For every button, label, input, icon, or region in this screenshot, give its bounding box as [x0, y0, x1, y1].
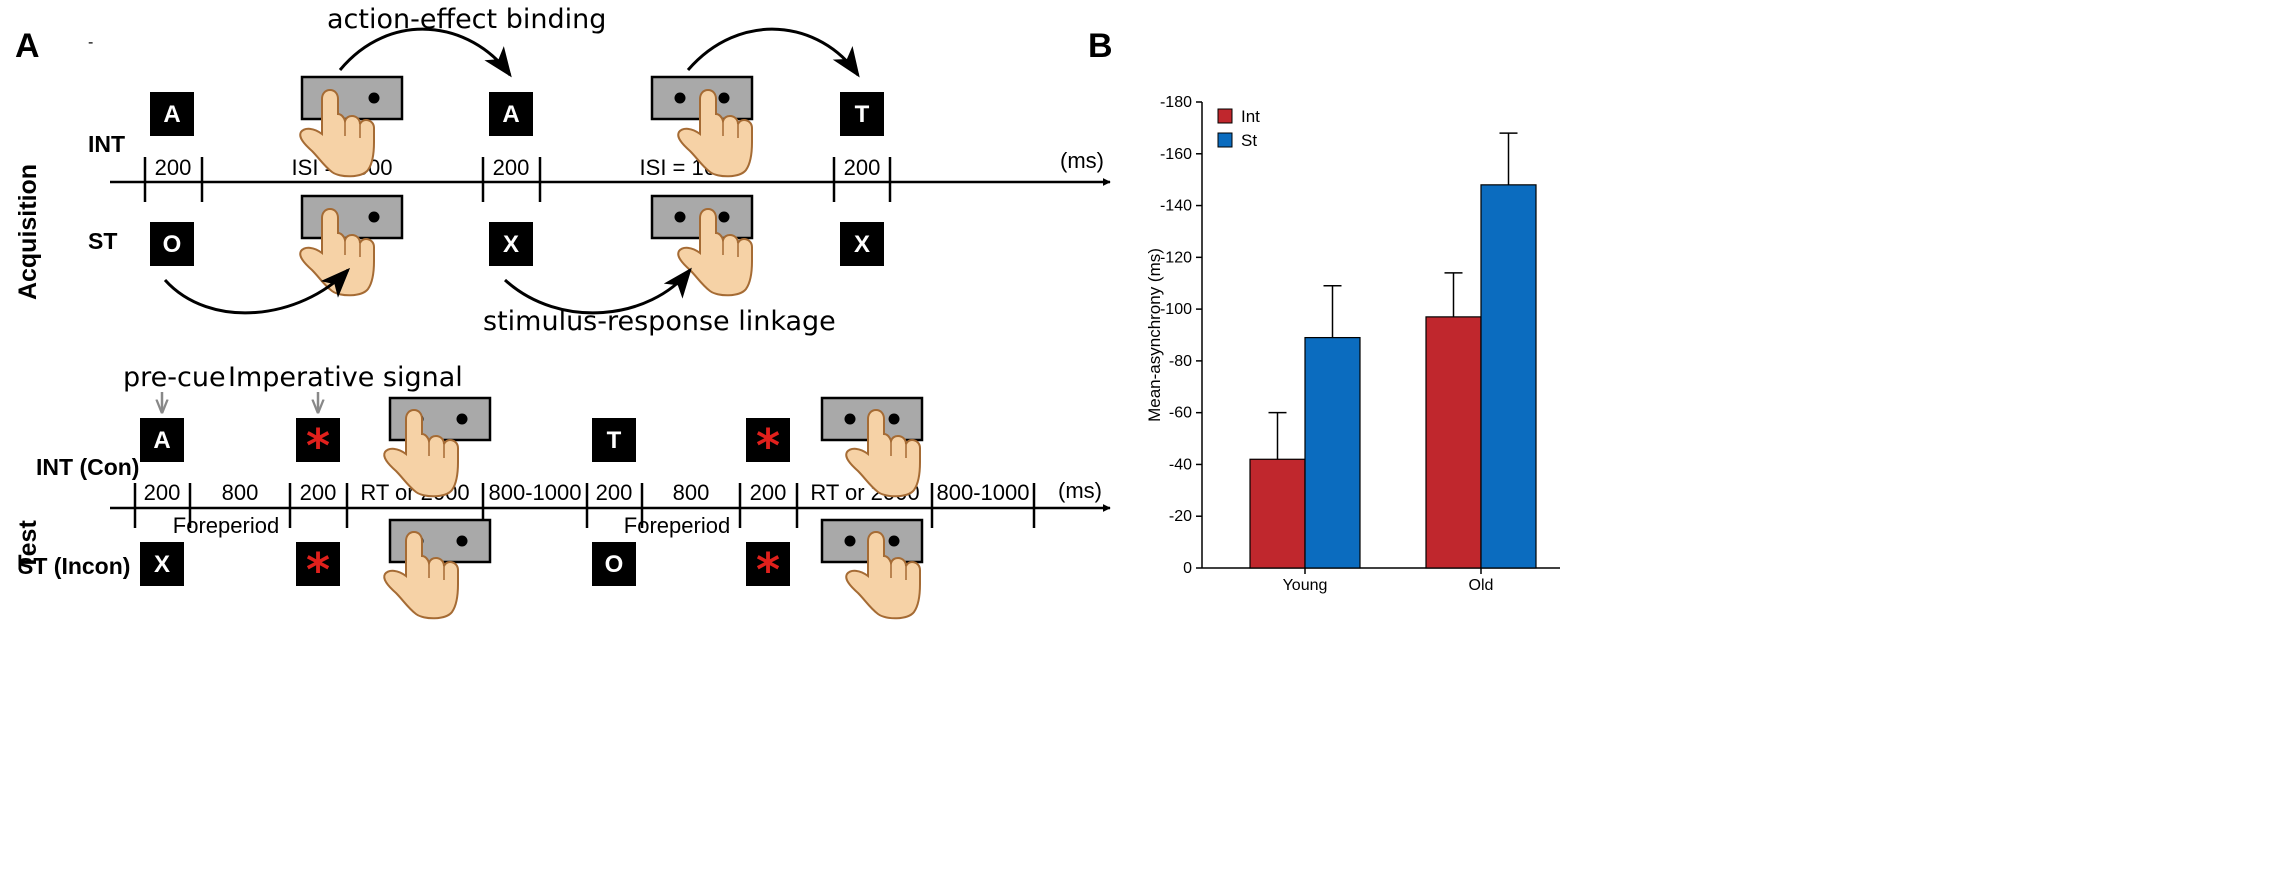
acq-st-stim-2: X — [503, 231, 519, 258]
precue-label: pre-cue — [123, 362, 226, 393]
test-int-stim-1: A — [153, 427, 170, 454]
acq-int-stim-1: A — [163, 101, 180, 128]
acq-int-stim-2: A — [502, 101, 519, 128]
test-int-stim-box-3 — [592, 418, 636, 462]
acquisition-side-label: Acquisition — [14, 164, 42, 300]
test-int-stim-2: * — [306, 419, 330, 473]
y-tick-label: -40 — [1169, 456, 1192, 473]
x-categories: Young Old — [1283, 568, 1494, 594]
bar-st-old — [1480, 184, 1537, 569]
test-st-stim-box-4 — [746, 542, 790, 586]
test-unit-label: (ms) — [1058, 478, 1102, 503]
test-seg-2: 800 — [222, 480, 259, 505]
acq-st-stim-3: X — [854, 231, 870, 258]
acq-curve-arrow-bottom-2 — [503, 267, 692, 315]
y-tick-label: -140 — [1160, 198, 1192, 215]
bar-st-young — [1304, 336, 1361, 569]
test-int-stim-box-1 — [140, 418, 184, 462]
acq-st-stim-box-3 — [840, 222, 884, 266]
test-seg-1: 200 — [144, 480, 181, 505]
acq-curve-arrow-top-2 — [686, 27, 860, 78]
test-side-label: Test — [14, 520, 42, 570]
foreperiod-label-2: Foreperiod — [624, 513, 730, 538]
bar-chart: 0 -20 -40 -60 -80 -100 -120 -140 -160 -180 Young O… — [1145, 94, 1560, 594]
acq-seg-1: 200 — [155, 155, 192, 180]
test-timeline-ticks — [133, 483, 1036, 528]
legend-swatch-st — [1217, 132, 1233, 148]
test-int-label: INT (Con) — [36, 454, 139, 480]
acq-int-stim-3: T — [855, 101, 870, 128]
test-seg-10: 800-1000 — [937, 480, 1030, 505]
acq-st-stim-box-2 — [489, 222, 533, 266]
acq-st-stim-1: O — [163, 231, 182, 258]
acq-timeline-ticks — [143, 157, 892, 202]
test-int-stim-box-4 — [746, 418, 790, 462]
y-tick-label: -180 — [1160, 94, 1192, 111]
y-tick-label: -80 — [1169, 353, 1192, 370]
legend-label-int: Int — [1241, 107, 1260, 126]
acq-st-label: ST — [88, 228, 117, 254]
action-effect-label: action-effect binding — [327, 4, 606, 35]
test-int-stim-4: * — [756, 419, 780, 473]
acq-st-response-1 — [299, 194, 404, 297]
imperative-label: Imperative signal — [228, 362, 463, 393]
test-int-stim-box-2 — [296, 418, 340, 462]
test-st-stim-1: X — [154, 551, 170, 578]
test-seg-7: 800 — [673, 480, 710, 505]
acq-curve-arrow-bottom-1 — [163, 267, 351, 315]
test-st-stim-box-2 — [296, 542, 340, 586]
panel-b-letter: B — [1088, 27, 1113, 65]
y-tick-label: -160 — [1160, 146, 1192, 163]
test-seg-5: 800-1000 — [489, 480, 582, 505]
acq-int-stim-box-1 — [150, 92, 194, 136]
y-tick-label: 0 — [1183, 560, 1192, 577]
x-tick-label: Old — [1469, 577, 1494, 594]
legend-swatch-int — [1217, 108, 1233, 124]
bar-int-old — [1425, 316, 1482, 569]
test-st-stim-box-3 — [592, 542, 636, 586]
test-st-label: ST (Incon) — [18, 553, 130, 579]
acq-curve-arrow-top-1 — [338, 27, 512, 78]
y-ticks: 0 -20 -40 -60 -80 -100 -120 -140 -160 -180 — [1160, 94, 1202, 577]
test-seg-3: 200 — [300, 480, 337, 505]
test-int-stim-3: T — [607, 427, 622, 454]
stimulus-response-label: stimulus-response linkage — [483, 306, 836, 337]
bars — [1249, 132, 1537, 569]
y-tick-label: -20 — [1169, 508, 1192, 525]
acq-int-stim-box-2 — [489, 92, 533, 136]
acq-seg-3: 200 — [493, 155, 530, 180]
test-st-stim-3: O — [605, 551, 624, 578]
stray-dot: - — [88, 34, 93, 51]
acq-st-stim-box-1 — [150, 222, 194, 266]
y-axis-label: Mean-asynchrony (ms) — [1145, 248, 1164, 422]
foreperiod-label-1: Foreperiod — [173, 513, 279, 538]
test-st-response-1 — [383, 518, 492, 620]
x-tick-label: Young — [1283, 577, 1328, 594]
test-st-response-2 — [820, 518, 924, 620]
y-tick-label: -120 — [1160, 249, 1192, 266]
acq-st-response-2 — [650, 194, 754, 297]
test-seg-6: 200 — [596, 480, 633, 505]
legend-label-st: St — [1241, 131, 1257, 150]
y-tick-label: -100 — [1160, 301, 1192, 318]
bar-int-young — [1249, 458, 1306, 569]
acq-unit-label: (ms) — [1060, 148, 1104, 173]
test-st-stim-4: * — [756, 543, 780, 597]
panel-a-letter: A — [15, 27, 40, 65]
y-tick-label: -60 — [1169, 405, 1192, 422]
acq-int-label: INT — [88, 131, 125, 157]
test-st-stim-box-1 — [140, 542, 184, 586]
acq-seg-5: 200 — [844, 155, 881, 180]
test-seg-8: 200 — [750, 480, 787, 505]
acq-int-stim-box-3 — [840, 92, 884, 136]
test-st-stim-2: * — [306, 543, 330, 597]
